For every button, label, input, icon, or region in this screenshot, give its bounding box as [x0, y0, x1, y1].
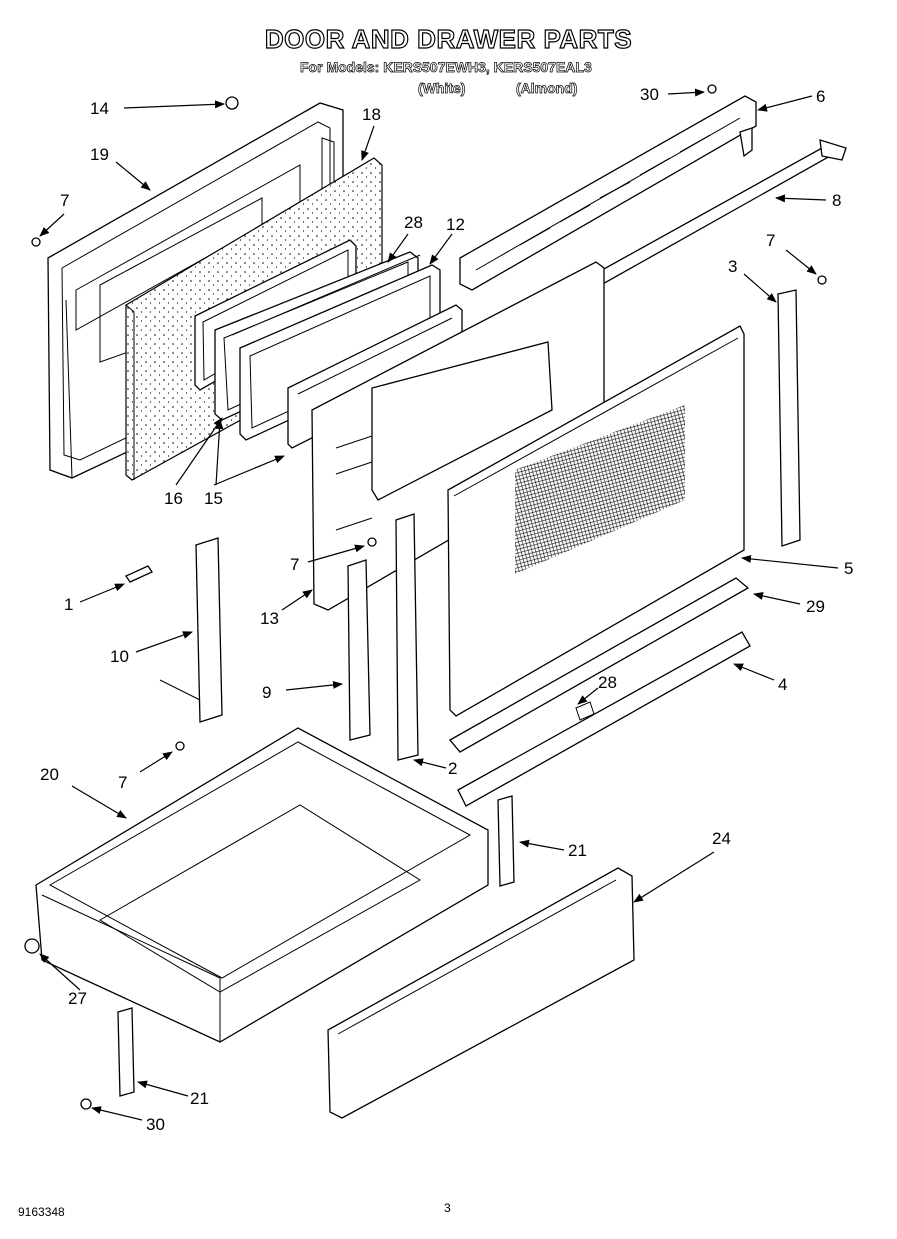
callout-7-bottom: 7: [118, 773, 128, 792]
page-title: DOOR AND DRAWER PARTS: [264, 23, 633, 54]
callout-13: 13: [260, 609, 279, 628]
part-3-side-trim: [777, 289, 801, 547]
models-subtitle: For Models: KERS507EWH3, KERS507EAL3: [300, 59, 592, 76]
callout-15: 15: [204, 489, 223, 508]
part-21-slide-right: [497, 795, 515, 887]
color-label-almond: (Almond): [516, 80, 578, 97]
part-10-hinge-support: [159, 537, 223, 723]
part-9-channel: [347, 559, 371, 741]
callout-16: 16: [164, 489, 183, 508]
part-2-channel: [395, 513, 419, 761]
callout-12: 12: [446, 215, 465, 234]
document-number: 9163348: [18, 1205, 65, 1219]
callout-28-bottom: 28: [598, 673, 617, 692]
fasteners: [24, 84, 827, 1110]
color-label-white: (White): [418, 80, 466, 97]
callout-4: 4: [778, 675, 788, 694]
callout-18: 18: [362, 105, 381, 124]
page-number: 3: [444, 1201, 451, 1215]
leader-lines: [39, 88, 839, 1121]
callout-28-top: 28: [404, 213, 423, 232]
callout-8: 8: [832, 191, 842, 210]
callout-3: 3: [728, 257, 738, 276]
callout-6: 6: [816, 87, 826, 106]
callout-2: 2: [448, 759, 458, 778]
callout-30-top: 30: [640, 85, 659, 104]
callout-7-right: 7: [766, 231, 776, 250]
part-24-drawer-front: [327, 867, 635, 1119]
part-6-top-trim: [459, 95, 757, 291]
part-21-slide-left: [117, 1007, 135, 1097]
callout-27: 27: [68, 989, 87, 1008]
part-5-outer-door: [447, 325, 745, 717]
callout-24: 24: [712, 829, 731, 848]
callout-30-bottom: 30: [146, 1115, 165, 1134]
callout-21-right: 21: [568, 841, 587, 860]
callout-21-left: 21: [190, 1089, 209, 1108]
callout-9: 9: [262, 683, 272, 702]
callout-20: 20: [40, 765, 59, 784]
callout-5: 5: [844, 559, 854, 578]
callout-19: 19: [90, 145, 109, 164]
callout-14: 14: [90, 99, 109, 118]
part-20-drawer: [35, 727, 489, 1043]
callout-1: 1: [64, 595, 74, 614]
callout-10: 10: [110, 647, 129, 666]
part-29-bottom-trim: [449, 577, 750, 753]
callout-7-top-left: 7: [60, 191, 70, 210]
callout-7-middle: 7: [290, 555, 300, 574]
callout-29: 29: [806, 597, 825, 616]
